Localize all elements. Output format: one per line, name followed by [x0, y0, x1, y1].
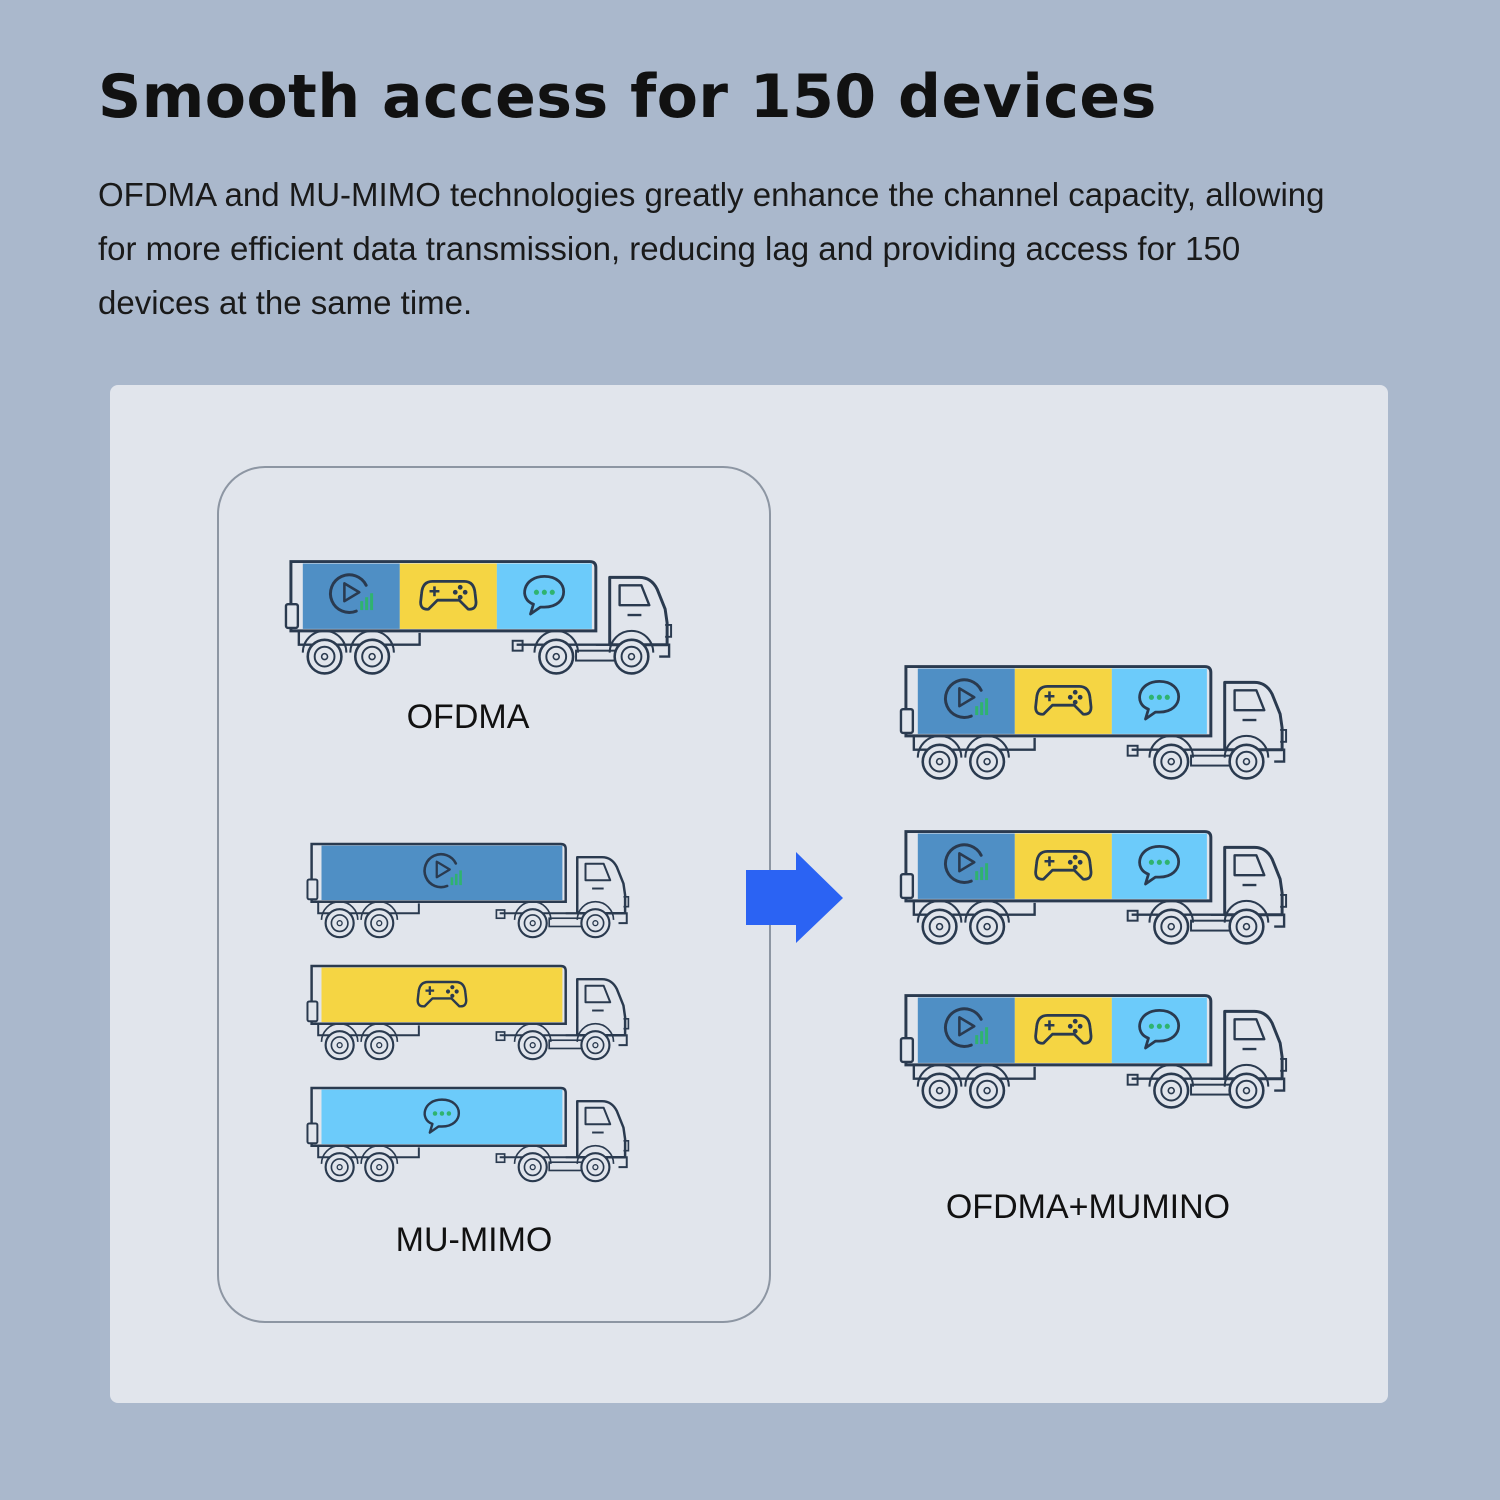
wheel [533, 629, 580, 675]
chat-bubble-icon [1138, 1009, 1181, 1050]
mumimo-chat-truck [306, 1086, 630, 1183]
gamepad-icon [1034, 684, 1093, 716]
wheel [916, 899, 963, 945]
wheel [320, 900, 359, 939]
right-arrow-icon [746, 852, 843, 943]
combined-truck-1 [899, 665, 1288, 780]
wheel [1148, 1063, 1195, 1109]
wheel [1148, 734, 1195, 780]
game-compartment [1014, 668, 1112, 734]
page-title: Smooth access for 150 devices [98, 62, 1157, 132]
wheel [1223, 899, 1270, 945]
wheel [964, 734, 1010, 780]
chat-bubble-icon [423, 1098, 460, 1134]
gamepad-icon [419, 579, 478, 611]
combined-truck-2 [899, 830, 1288, 945]
page-description: OFDMA and MU-MIMO technologies greatly e… [98, 176, 1325, 321]
combined-truck-3 [899, 994, 1288, 1109]
video-play-icon [944, 678, 989, 719]
chat-bubble-icon [1138, 845, 1181, 886]
chat-bubble-icon [523, 575, 566, 616]
chat-compartment [321, 1089, 563, 1145]
wheel [608, 629, 655, 675]
mumimo-game-truck [306, 964, 630, 1061]
wheel [513, 1144, 552, 1183]
wheel [360, 900, 399, 939]
wheel [320, 1144, 359, 1183]
wheel [360, 1022, 399, 1061]
mumimo-video-truck [306, 842, 630, 939]
wheel [576, 900, 615, 939]
game-compartment [399, 563, 497, 629]
mumimo-label: MU-MIMO [395, 1221, 553, 1259]
wheel [513, 1022, 552, 1061]
game-compartment [321, 967, 563, 1023]
arrow-shape [746, 852, 843, 943]
wheel [301, 629, 348, 675]
wheel [576, 1144, 615, 1183]
ofdma-truck [284, 560, 673, 675]
wheel [964, 1063, 1010, 1109]
gamepad-icon [1034, 849, 1093, 881]
chat-bubble-icon [1138, 680, 1181, 721]
video-play-icon [944, 1007, 989, 1048]
wheel [320, 1022, 359, 1061]
game-compartment [1014, 997, 1112, 1063]
wheel [916, 1063, 963, 1109]
game-compartment [1014, 833, 1112, 899]
wheel [360, 1144, 399, 1183]
chat-compartment [1111, 668, 1207, 734]
video-play-icon [944, 843, 989, 884]
wheel [964, 899, 1010, 945]
gamepad-icon [416, 980, 468, 1008]
video-play-icon [329, 573, 374, 614]
ofdma-label: OFDMA [406, 698, 530, 736]
gamepad-icon [1034, 1013, 1093, 1045]
combined-label: OFDMA+MUMINO [945, 1188, 1231, 1226]
wheel [916, 734, 963, 780]
chat-compartment [496, 563, 592, 629]
wheel [1148, 899, 1195, 945]
chat-compartment [1111, 833, 1207, 899]
wheel [513, 900, 552, 939]
wheel [349, 629, 395, 675]
chat-compartment [1111, 997, 1207, 1063]
wheel [1223, 734, 1270, 780]
wheel [1223, 1063, 1270, 1109]
wheel [576, 1022, 615, 1061]
video-play-icon [423, 853, 462, 889]
